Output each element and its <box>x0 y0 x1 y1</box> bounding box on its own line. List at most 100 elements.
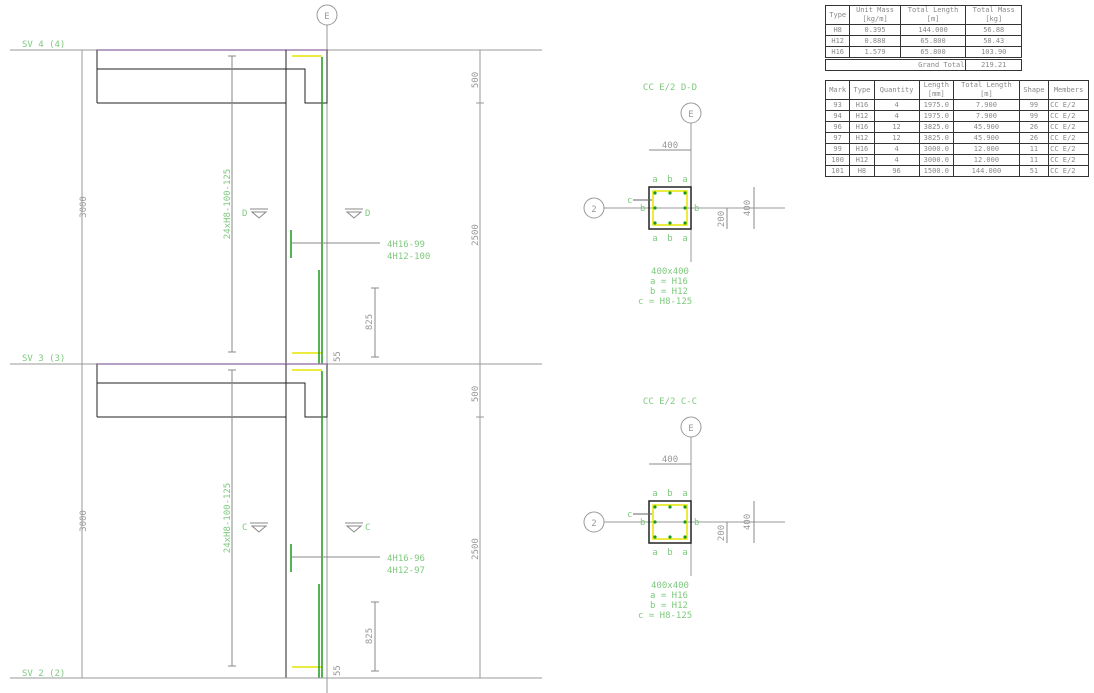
header-label: Total Length <box>961 81 1012 89</box>
table-cell: 4 <box>873 154 920 166</box>
table-cell: 7.900 <box>953 99 1020 111</box>
table-cell: 3825.0 <box>918 121 955 133</box>
column-outline <box>648 500 692 544</box>
bar-mark: b <box>694 518 699 528</box>
section-mark-label: C <box>365 523 370 533</box>
rebar <box>653 206 657 210</box>
section-mark-label: D <box>242 209 247 219</box>
column-header: Unit Mass[kg/m] <box>849 5 901 25</box>
grid-label: 2 <box>591 519 596 529</box>
grid-label: 2 <box>591 205 596 215</box>
header-label: Length <box>923 81 949 89</box>
table-cell: 3825.0 <box>918 132 955 144</box>
table-cell: CC E/2 <box>1048 165 1089 177</box>
table-cell: 45.900 <box>953 132 1020 144</box>
bar-mark: b <box>667 548 672 558</box>
bar-label: 4H16-99 <box>387 240 425 250</box>
storey-dim-text: 3000 <box>79 196 89 218</box>
legend-b: b = H12 <box>650 287 688 297</box>
column-header: Members <box>1048 80 1089 100</box>
grid-bubble-e: E <box>316 4 338 693</box>
rebar <box>683 505 687 509</box>
section-title: CC E/2 C-C <box>643 397 697 407</box>
stirrup <box>652 190 688 226</box>
table-cell: 4 <box>873 99 920 111</box>
rebar <box>668 505 672 509</box>
bar-mark: a <box>652 175 657 185</box>
table-cell: 1975.0 <box>918 99 955 111</box>
dim-text: 200 <box>717 525 727 541</box>
table-cell: 26 <box>1018 132 1050 144</box>
section-size: 400x400 <box>651 267 689 277</box>
table-cell: 94 <box>824 110 851 122</box>
rebar <box>653 535 657 539</box>
stirrup <box>652 504 688 540</box>
bar-mark: a <box>682 234 687 244</box>
bar-mark: a <box>682 489 687 499</box>
table-cell: 99 <box>1018 99 1050 111</box>
bar-label: 4H16-96 <box>387 554 425 564</box>
table-cell: 1975.0 <box>918 110 955 122</box>
small-dim-text: 55 <box>333 351 343 362</box>
bar-mark: a <box>682 175 687 185</box>
bar-mark: a <box>682 548 687 558</box>
section-mark-label: D <box>365 209 370 219</box>
rebar <box>653 520 657 524</box>
header-unit: [kg/m] <box>862 15 888 23</box>
table-cell: 97 <box>824 132 851 144</box>
section-title: CC E/2 D-D <box>643 83 697 93</box>
rebar <box>683 535 687 539</box>
beam-dim-text: 500 <box>471 72 481 88</box>
bar-mark: c <box>627 510 632 520</box>
table-cell: 51 <box>1018 165 1050 177</box>
table-cell: 12.000 <box>953 154 1020 166</box>
width-dim-text: 400 <box>662 141 678 151</box>
header-label: Mark <box>829 85 847 94</box>
table-cell: 45.900 <box>953 121 1020 133</box>
bar-label: 4H12-97 <box>387 566 425 576</box>
table-cell: 1.579 <box>849 46 901 59</box>
header-unit: [mm] <box>927 90 945 98</box>
table-cell: H8 <box>849 165 875 177</box>
clear-dim-text: 2500 <box>471 224 481 246</box>
bar-mark: b <box>667 489 672 499</box>
table-cell: 11 <box>1018 143 1050 155</box>
section-marker <box>250 522 268 533</box>
table-cell: 93 <box>824 99 851 111</box>
bar-mark: b <box>667 234 672 244</box>
column-header: Shape <box>1018 80 1050 100</box>
table-cell: 11 <box>1018 154 1050 166</box>
header-unit: [m] <box>980 90 993 98</box>
bar-mark: b <box>667 175 672 185</box>
table-cell: 12.000 <box>953 143 1020 155</box>
legend-c: c = H8-125 <box>638 297 692 307</box>
table-cell: H16 <box>824 46 851 59</box>
dim-text: 400 <box>743 200 753 216</box>
rebar <box>683 520 687 524</box>
bar-label: 4H12-100 <box>387 252 430 262</box>
header-label: Unit Mass <box>856 6 894 14</box>
rebar <box>653 505 657 509</box>
column-header: Type <box>849 80 875 100</box>
header-label: Type <box>829 10 847 19</box>
bar-mark: a <box>652 548 657 558</box>
rebar <box>683 206 687 210</box>
header-unit: [kg] <box>985 15 1003 23</box>
level-label: SV 3 (3) <box>22 354 65 364</box>
table-cell: CC E/2 <box>1048 99 1089 111</box>
rebar <box>668 535 672 539</box>
table-cell: 7.900 <box>953 110 1020 122</box>
bottom-level: SV 2 (2) <box>10 669 542 679</box>
grand-total: 219.21 <box>965 57 1022 71</box>
table-cell: 1500.0 <box>918 165 955 177</box>
section-marker <box>345 522 363 533</box>
table-cell: 0.888 <box>849 35 901 47</box>
legend-c: c = H8-125 <box>638 611 692 621</box>
